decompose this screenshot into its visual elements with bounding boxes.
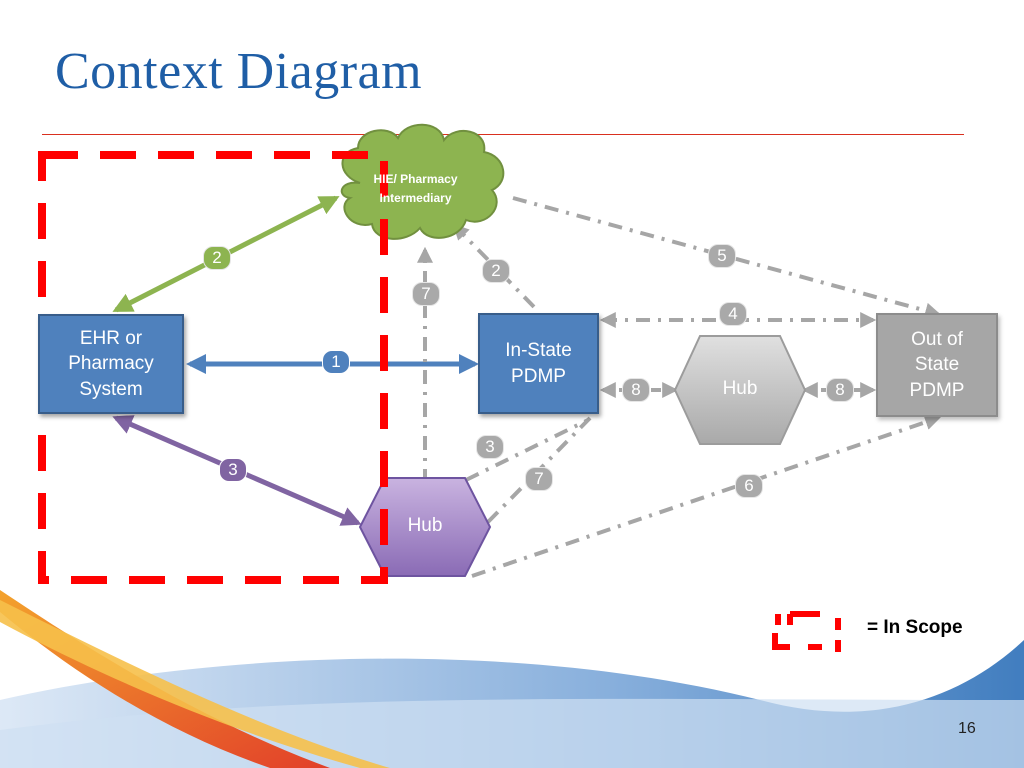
hie-label: HIE/ Pharmacy Intermediary	[373, 172, 458, 205]
flow-badge-2-ehr-hie: 2	[203, 246, 231, 270]
hub-purple-label: Hub	[407, 515, 443, 536]
out-of-state-pdmp-label: Out of State PDMP	[909, 328, 965, 401]
flow-badge-8-hub-outofstate: 8	[826, 378, 854, 402]
flow-badge-7-hub-hie: 7	[412, 282, 440, 306]
in-state-pdmp-label: In-State PDMP	[505, 339, 572, 387]
out-of-state-pdmp-box: Out of State PDMP	[876, 313, 998, 417]
flow-badge-6: 6	[735, 474, 763, 498]
in-scope-legend-label: = In Scope	[867, 617, 963, 638]
hub-gray-label: Hub	[722, 378, 758, 399]
ehr-pharmacy-system-label: EHR or Pharmacy System	[68, 327, 154, 400]
hie-cloud	[340, 123, 505, 240]
ehr-pharmacy-system-box: EHR or Pharmacy System	[38, 314, 184, 414]
flow-badge-1: 1	[322, 350, 350, 374]
title-divider	[42, 134, 964, 135]
flow-badge-8-instate-hub: 8	[622, 378, 650, 402]
hub-purple-hexagon	[358, 477, 492, 577]
flow-badge-3-hub-instate: 3	[476, 435, 504, 459]
in-scope-boundary	[38, 151, 388, 584]
flow-badge-3-ehr-hub: 3	[219, 458, 247, 482]
flow-badge-2-hie-instate: 2	[482, 259, 510, 283]
flow-badge-4: 4	[719, 302, 747, 326]
page-number: 16	[958, 720, 976, 737]
flow-hub-instate-pdmp	[465, 418, 589, 482]
footer-swoosh	[0, 590, 1024, 768]
in-state-pdmp-box: In-State PDMP	[478, 313, 599, 414]
in-scope-legend-icon	[772, 611, 841, 652]
flow-hie-instate-pdmp	[452, 223, 540, 313]
flow-badge-5: 5	[708, 244, 736, 268]
flow-badge-7-hub-instate: 7	[525, 467, 553, 491]
slide-title: Context Diagram	[55, 43, 423, 100]
hub-gray-hexagon	[673, 335, 807, 445]
